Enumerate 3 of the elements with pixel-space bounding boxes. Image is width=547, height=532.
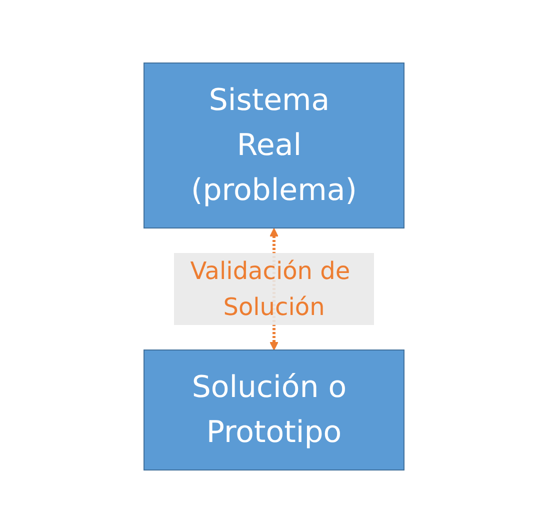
edge-label: Validación de Solución [190,256,350,320]
node-box: Sistema Real (problema) [143,62,404,228]
node-box: Solución o Prototipo [143,349,404,470]
